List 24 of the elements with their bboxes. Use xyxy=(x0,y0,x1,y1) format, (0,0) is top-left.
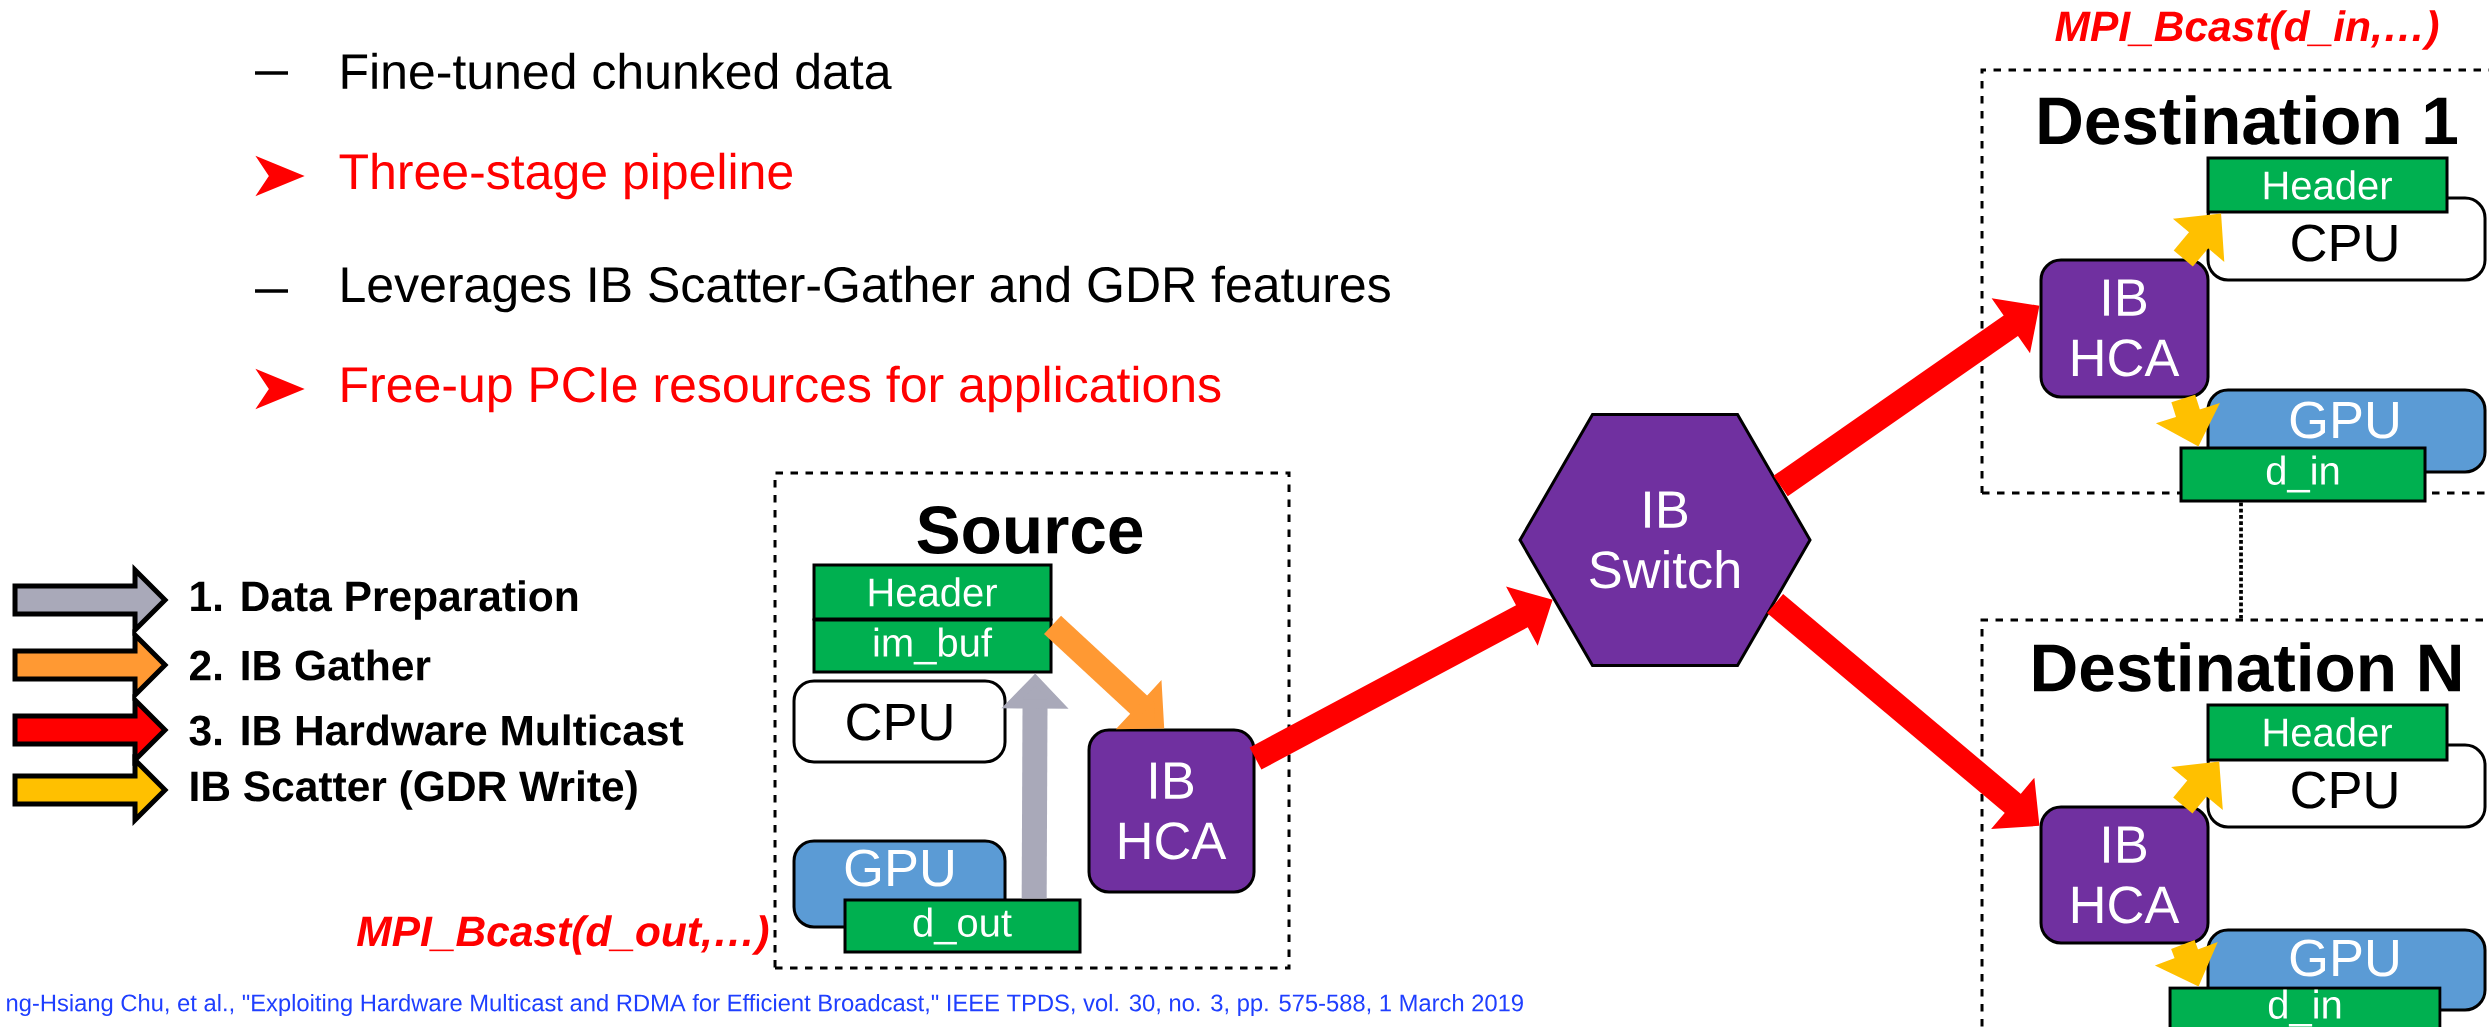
legend-text: 3. IB Hardware Multicast xyxy=(189,714,684,746)
text-label: Leverages IB Scatter-Gather and GDR features xyxy=(342,265,1390,313)
dotted-line xyxy=(2239,502,2243,619)
legend-text: 2. IB Gather xyxy=(190,649,431,681)
buffer-box: im_buf xyxy=(812,618,1053,674)
buffer-box: d_in xyxy=(2168,986,2442,1027)
text-label: MPI_Bcast(d_out,…) xyxy=(357,915,769,955)
adapter-box: IB HCA xyxy=(2039,805,2210,945)
adapter-box: IB HCA xyxy=(2039,258,2210,399)
legend-text: 1. Data Preparation xyxy=(191,580,578,620)
buffer-box: d_out xyxy=(843,898,1082,954)
adapter-box: IB HCA xyxy=(1087,728,1256,894)
text-label: Free-up PCIe resources for applications xyxy=(342,365,1221,413)
text-label: Three-stage pipeline xyxy=(339,152,792,200)
cpu-box: CPU xyxy=(792,679,1007,764)
buffer-box: Header xyxy=(2206,156,2449,214)
text-label: Fine-tuned chunked data xyxy=(342,52,892,90)
buffer-box: d_in xyxy=(2179,446,2427,503)
text-label: MPI_Bcast(d_in,…) xyxy=(2055,10,2439,50)
text-label: ng-Hsiang Chu, et al., "Exploiting Hardware Multicast and RDMA for Efficient Broadcast," IEEE TPDS, vol. 30, no. 3, pp. 575-588, 1 March 2019 xyxy=(7,993,1523,1017)
legend-text: IB Scatter (GDR Write) xyxy=(191,770,637,810)
buffer-box: Header xyxy=(812,563,1053,621)
buffer-box: Header xyxy=(2206,703,2449,762)
switch-hexagon: IB Switch xyxy=(1518,412,1812,668)
